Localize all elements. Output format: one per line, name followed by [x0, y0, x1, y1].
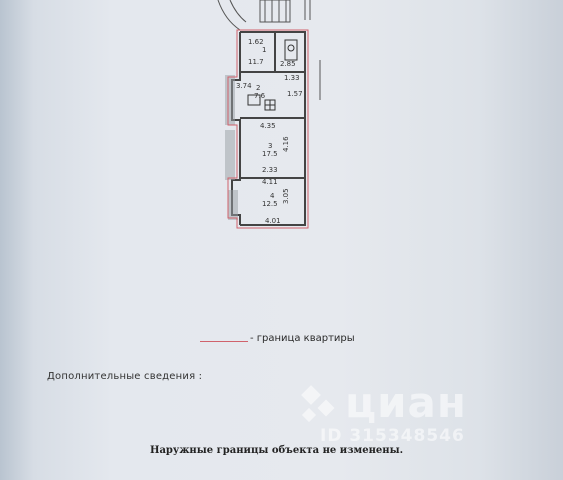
room-number: 1	[262, 46, 266, 54]
dim-label: 3.74	[236, 82, 252, 90]
legend-boundary-line	[200, 341, 248, 342]
dim-label: 2.85	[280, 60, 296, 68]
legend-label: - граница квартиры	[250, 333, 355, 344]
dim-label: 1.33	[284, 74, 300, 82]
dim-label: 4.11	[262, 178, 278, 186]
room-area: 11.7	[248, 58, 264, 66]
room-area: 7.6	[254, 92, 266, 100]
room-number: 3	[268, 142, 272, 150]
room-number: 4	[270, 192, 275, 200]
dim-label: 1.62	[248, 38, 264, 46]
dim-label: 1.57	[287, 90, 303, 98]
watermark-id: ID 315348546	[320, 426, 465, 446]
watermark-brand: циан	[345, 378, 467, 427]
room-area: 12.5	[262, 200, 278, 208]
dim-label: 2.33	[262, 166, 278, 174]
room-number: 2	[256, 84, 260, 92]
footer-note: Наружные границы объекта не изменены.	[150, 445, 404, 456]
dim-label: 4.35	[260, 122, 276, 130]
dim-label: 4.01	[265, 217, 281, 225]
additional-info-label: Дополнительные сведения :	[47, 371, 203, 382]
watermark-logo-icon	[301, 385, 335, 423]
dim-label: 4.16	[282, 136, 290, 152]
dim-label: 3.05	[282, 188, 290, 204]
room-area: 17.5	[262, 150, 278, 158]
